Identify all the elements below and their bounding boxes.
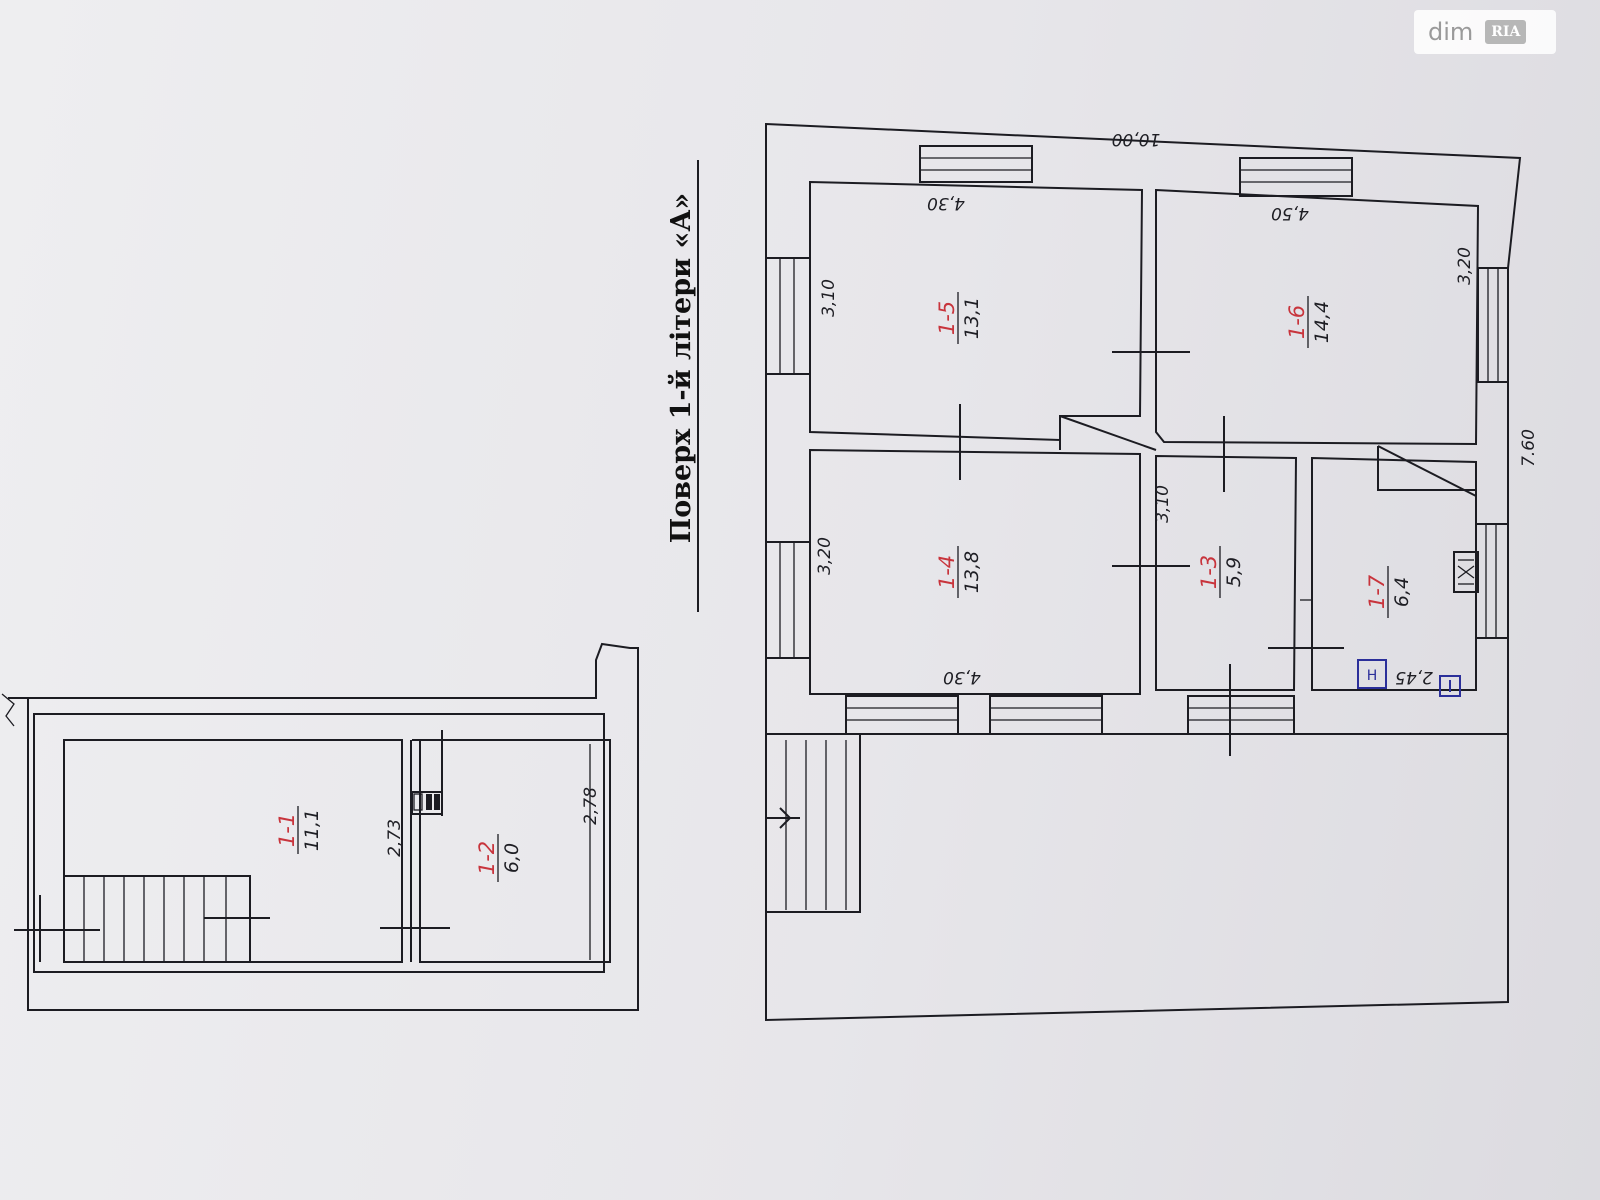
room-1-6-outline xyxy=(1155,188,1480,446)
porch-wall xyxy=(766,734,861,913)
room-1-5-area: 13,1 xyxy=(961,297,983,339)
room-1-3-id: 1-3 xyxy=(1197,555,1221,589)
room-1-7-area: 6,4 xyxy=(1391,577,1413,607)
room-1-5-id: 1-5 xyxy=(935,301,959,335)
stove-icon xyxy=(1453,551,1479,593)
watermark-brand: dim xyxy=(1428,18,1474,46)
cellar-dim-2-78: 2,78 xyxy=(581,787,601,825)
dim-overall-width: 10,00 xyxy=(1112,129,1161,149)
cellar-dim-2-73: 2,73 xyxy=(385,819,405,857)
cellar-outer-wall xyxy=(8,642,639,1011)
dim-room5-width: 4,30 xyxy=(927,193,965,213)
dim-room5-depth: 3,10 xyxy=(819,279,839,317)
svg-text:Н: Н xyxy=(1367,668,1378,684)
plan-title: Поверх 1-й літери «А» xyxy=(666,193,697,544)
dim-room4-depth: 3,20 xyxy=(815,537,835,575)
room-1-6-id: 1-6 xyxy=(1285,305,1309,339)
boiler-icon xyxy=(1439,675,1461,697)
watermark-logo: dim RIA xyxy=(1414,10,1556,54)
room-1-3-outline xyxy=(1155,454,1298,691)
dim-room4-width: 4,30 xyxy=(943,667,981,687)
window-left-lower xyxy=(765,541,811,659)
window-right-lower xyxy=(1475,523,1509,639)
dim-room7-width: 2,45 xyxy=(1395,667,1433,687)
room-1-2-outline xyxy=(419,739,611,963)
cellar-plan: 2,73 2,78 1-1 11,1 1-2 6,0 xyxy=(1,642,639,1011)
window-right-upper xyxy=(1477,267,1509,383)
room-1-2-id: 1-2 xyxy=(475,841,499,875)
room-1-7-label: 1-7 6,4 xyxy=(1365,566,1413,618)
house-outer-wall xyxy=(765,122,1522,1022)
watermark-badge: RIA xyxy=(1485,20,1527,44)
room-1-1-id: 1-1 xyxy=(275,813,299,847)
room-1-5-label: 1-5 13,1 xyxy=(935,292,983,344)
room-1-4-label: 1-4 13,8 xyxy=(935,546,983,598)
entrance-stair xyxy=(766,740,847,910)
window-top-left xyxy=(919,145,1033,183)
room-1-3-area: 5,9 xyxy=(1223,557,1245,587)
room-1-4-id: 1-4 xyxy=(935,555,959,589)
room-1-7-id: 1-7 xyxy=(1365,574,1389,609)
room-1-1-outline xyxy=(63,739,403,963)
dim-room3-depth: 3,10 xyxy=(1153,485,1173,523)
room-1-3-label: 1-3 5,9 xyxy=(1197,546,1245,598)
room-1-1-area: 11,1 xyxy=(301,809,323,851)
room-1-2-area: 6,0 xyxy=(501,843,523,873)
dim-overall-depth: 7.60 xyxy=(1519,429,1539,467)
dim-room6-depth: 3,20 xyxy=(1455,247,1475,285)
cellar-break-line xyxy=(1,693,15,727)
room-1-2-label: 1-2 6,0 xyxy=(475,834,523,882)
cellar-niche xyxy=(411,730,443,816)
hall-stair xyxy=(1059,415,1157,451)
cellar-inner-wall xyxy=(33,713,605,973)
window-top-right xyxy=(1239,157,1353,197)
ground-floor-plan: Н 10,00 7.60 4,30 3,10 4,50 3,20 4,30 3,… xyxy=(765,122,1539,1022)
window-left-upper xyxy=(765,257,811,375)
room-1-6-label: 1-6 14,4 xyxy=(1285,296,1333,348)
room-1-7-stair xyxy=(1377,445,1477,497)
room-1-4-area: 13,8 xyxy=(961,551,983,593)
window-bottom-left xyxy=(845,695,959,735)
room-1-7-outline xyxy=(1311,456,1477,691)
dim-room6-width: 4,50 xyxy=(1271,203,1309,223)
gas-meter-icon: Н xyxy=(1357,659,1387,689)
window-bottom-middle xyxy=(989,695,1103,735)
window-bottom-right xyxy=(1187,695,1295,735)
room-1-1-label: 1-1 11,1 xyxy=(275,806,323,854)
room-1-6-area: 14,4 xyxy=(1311,301,1333,343)
